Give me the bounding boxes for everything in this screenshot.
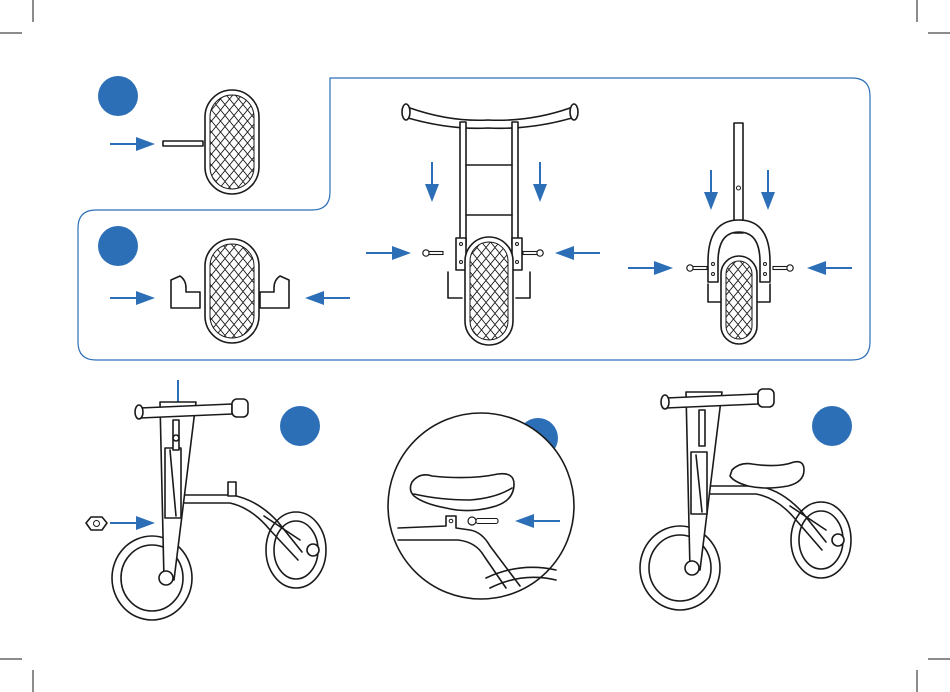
seat-detail xyxy=(388,413,574,599)
bolt-icon xyxy=(523,250,543,256)
arrow-right-icon xyxy=(110,291,155,305)
arrow-down-icon xyxy=(425,162,439,202)
arrow-down-icon xyxy=(533,162,547,202)
bolt-icon xyxy=(687,265,707,271)
arrow-left-icon xyxy=(305,291,350,305)
bolt-icon xyxy=(773,265,793,271)
axle-rod xyxy=(163,141,203,146)
arrow-right-icon xyxy=(366,246,411,260)
arrow-right-icon xyxy=(110,516,155,530)
arrow-right-icon xyxy=(110,137,155,151)
step-badge-handlebar-pin xyxy=(280,406,320,446)
bolt-icon xyxy=(468,517,498,525)
arrow-down-icon xyxy=(761,170,775,210)
frame-front-view xyxy=(366,104,600,345)
rear-fork-view xyxy=(628,123,852,344)
step-badge-tire-axle xyxy=(98,76,138,116)
nut-icon xyxy=(86,517,107,530)
right-bracket xyxy=(260,276,289,308)
arrow-left-icon xyxy=(807,261,852,275)
step-badge-complete-bike xyxy=(812,406,852,446)
fork-brackets-figure xyxy=(110,239,350,343)
arrow-left-icon xyxy=(555,246,600,260)
bolt-icon xyxy=(423,250,443,256)
step-badge-fork-brackets xyxy=(98,226,138,266)
arrow-down-icon xyxy=(704,170,718,210)
left-bracket xyxy=(171,276,200,308)
arrow-right-icon xyxy=(628,261,673,275)
